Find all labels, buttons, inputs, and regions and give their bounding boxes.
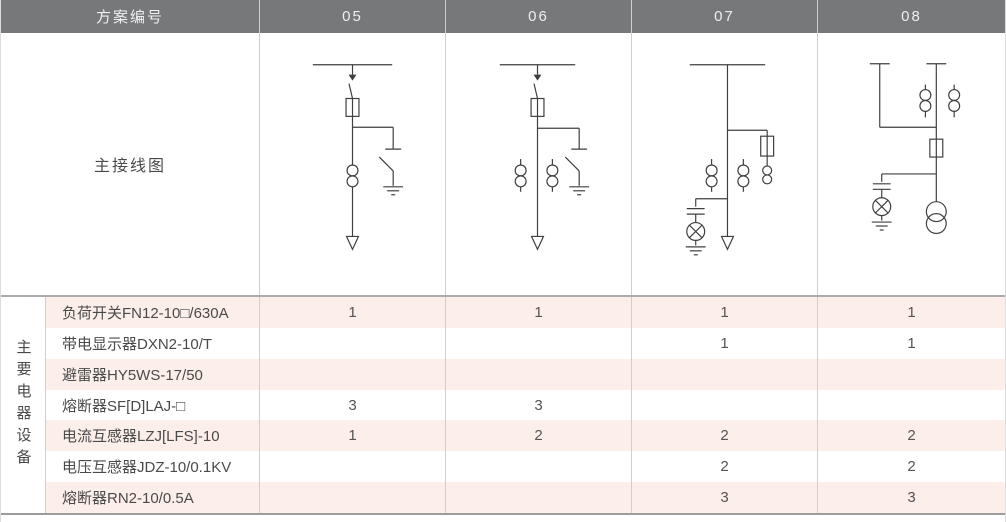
single-line-diagram-06: [499, 64, 590, 251]
scheme-header-07: 07: [631, 0, 817, 33]
equipment-count: [445, 482, 631, 514]
equipment-count: [259, 358, 445, 390]
equipment-count: 2: [817, 420, 1005, 452]
current-transformer: [948, 84, 961, 118]
single-line-diagram-07: [685, 64, 775, 256]
equipment-count: 1: [445, 297, 631, 328]
fuse: [760, 135, 775, 157]
plan-number-header: 方案编号: [95, 9, 164, 26]
feeder-arrow: [720, 235, 735, 251]
equipment-count: 3: [631, 482, 817, 514]
scheme-header-06: 06: [445, 0, 631, 33]
equipment-section: 主要电器设备 负荷开关FN12-10□/630A 1 1 1 1 带电显示器DX…: [1, 295, 1005, 515]
equipment-count: 3: [817, 482, 1005, 514]
equipment-count: [631, 358, 817, 390]
current-transformer: [737, 159, 750, 192]
current-transformer: [705, 159, 718, 192]
current-transformer: [546, 159, 559, 192]
equipment-rows: 负荷开关FN12-10□/630A 1 1 1 1 带电显示器DXN2-10/T…: [46, 297, 1005, 514]
equipment-count: [445, 451, 631, 483]
equipment-count: [445, 358, 631, 390]
current-transformer: [346, 164, 359, 188]
equipment-count: 1: [817, 297, 1005, 328]
earthing-switch: [352, 126, 404, 196]
equipment-count: [817, 358, 1005, 390]
table-row: 负荷开关FN12-10□/630A 1 1 1 1: [46, 297, 1005, 328]
earthing-switch: [537, 127, 590, 196]
plug-in-contact: [533, 64, 542, 81]
equipment-count: 3: [259, 389, 445, 421]
equipment-count: 2: [817, 451, 1005, 483]
scheme-header-05: 05: [259, 0, 445, 33]
equipment-count: 2: [445, 420, 631, 452]
load-switch: [533, 83, 539, 99]
equipment-group-label: 主要电器设备: [14, 339, 32, 471]
equipment-name: 熔断器RN2-10/0.5A: [62, 490, 194, 508]
single-line-diagram-05: [312, 64, 404, 251]
current-transformer: [919, 84, 932, 118]
live-display-indicator: [871, 173, 937, 231]
plug-in-contact: [348, 64, 357, 81]
equipment-count: [259, 451, 445, 483]
equipment-count: [259, 327, 445, 359]
feeder-arrow: [530, 235, 545, 251]
table-row: 电压互感器JDZ-10/0.1KV 2 2: [46, 451, 1005, 483]
table-row: 熔断器RN2-10/0.5A 3 3: [46, 482, 1005, 514]
equipment-count: 1: [631, 327, 817, 359]
current-transformer: [514, 159, 527, 192]
live-display-indicator: [685, 198, 728, 256]
equipment-count: [259, 482, 445, 514]
equipment-name: 避雷器HY5WS-17/50: [62, 366, 203, 384]
table-row: 熔断器SF[D]LAJ-□ 3 3: [46, 389, 1005, 421]
equipment-name: 负荷开关FN12-10□/630A: [62, 304, 229, 322]
table-row: 避雷器HY5WS-17/50: [46, 358, 1005, 390]
diagram-cell-06: [445, 33, 631, 295]
equipment-name: 电流互感器LZJ[LFS]-10: [62, 428, 220, 446]
fuse: [345, 97, 360, 117]
fuse: [530, 97, 545, 117]
equipment-name: 熔断器SF[D]LAJ-□: [62, 397, 186, 415]
equipment-count: 1: [259, 297, 445, 328]
diagram-cell-08: [817, 33, 1005, 295]
single-line-diagram-08: [869, 63, 961, 235]
equipment-count: 2: [631, 420, 817, 452]
pt-fuse-branch: [727, 129, 775, 185]
equipment-count: 3: [445, 389, 631, 421]
fuse: [929, 138, 944, 158]
feeder-arrow: [345, 235, 360, 251]
table-row: 带电显示器DXN2-10/T 1 1: [46, 327, 1005, 359]
equipment-count: 1: [817, 327, 1005, 359]
scheme-header-08: 08: [817, 0, 1005, 33]
equipment-count: [631, 389, 817, 421]
equipment-count: 1: [259, 420, 445, 452]
diagram-row-label: 主接线图: [93, 158, 166, 175]
equipment-count: 2: [631, 451, 817, 483]
equipment-count: [817, 389, 1005, 421]
diagram-cell-07: [631, 33, 817, 295]
equipment-name: 带电显示器DXN2-10/T: [62, 335, 213, 353]
load-switch: [348, 83, 354, 99]
equipment-count: [445, 327, 631, 359]
diagram-cell-05: [259, 33, 445, 295]
equipment-name: 电压互感器JDZ-10/0.1KV: [62, 459, 232, 477]
equipment-count: 1: [631, 297, 817, 328]
main-wiring-diagram-row: 主接线图: [1, 33, 1005, 295]
table-row: 电流互感器LZJ[LFS]-10 1 2 2 2: [46, 420, 1005, 452]
voltage-transformer: [925, 201, 947, 235]
equipment-group-column: 主要电器设备: [1, 297, 46, 513]
header-row: 方案编号 05 06 07 08: [1, 0, 1005, 33]
